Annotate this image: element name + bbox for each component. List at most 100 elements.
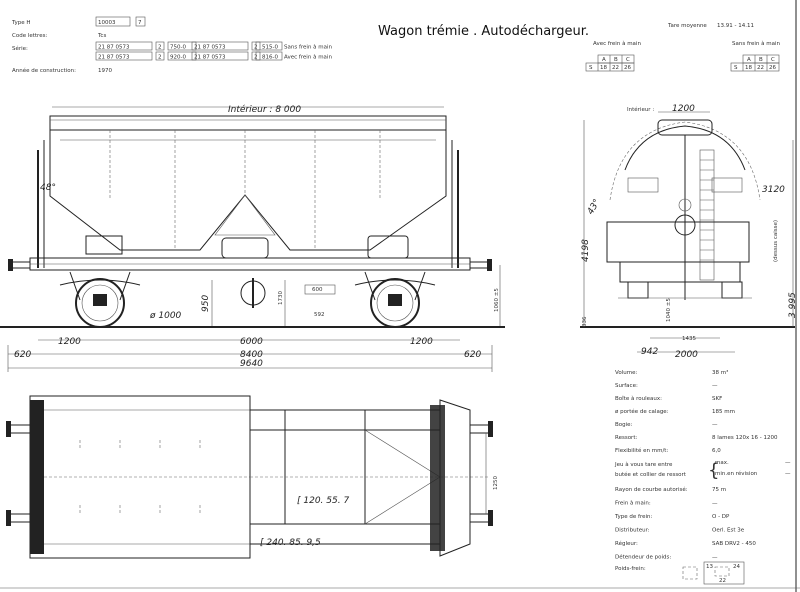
serie-d: 21 87 0573 [194, 45, 226, 51]
jeu-min-label: min.en révision [715, 470, 758, 477]
dim-592: 592 [314, 312, 325, 318]
dim-1200-left: 1200 [58, 337, 81, 347]
svg-text:C: C [771, 57, 775, 63]
serie-b: 2 [158, 45, 162, 51]
svg-text:A: A [747, 57, 751, 63]
brace: { [708, 460, 719, 481]
poids-frein-v3: 22 [719, 578, 726, 584]
type-suffix-box [135, 16, 146, 27]
sans-frein-label: Sans frein à main [732, 40, 781, 47]
dim-620-left: 620 [14, 350, 31, 360]
spec-label: Ressort: [615, 435, 637, 441]
spec-value: 38 m³ [712, 369, 728, 376]
dim-1200-end: 1200 [672, 104, 695, 114]
serie-row: 21 87 0573 2 750-0 21 87 0573 2 515-0 Sa… [95, 41, 333, 51]
annee-label: Année de construction: [12, 67, 76, 74]
plan-view: 1250 [ 120. 55. 7 [ 240. 85. 9,5 [6, 395, 499, 559]
end-interieur-label: Intérieur : [627, 106, 654, 113]
type-suffix: 7 [138, 20, 142, 26]
svg-text:B: B [614, 57, 618, 63]
type-value: 10003 [98, 20, 116, 26]
jeu-max-label: max. [715, 460, 729, 466]
spec-label: Rayon de courbe autorisé: [615, 486, 688, 493]
spec-value: O - DP [712, 514, 730, 520]
spec-label: Boîte à rouleaux: [615, 395, 662, 402]
jeu-label-2: butée et collier de ressort [615, 471, 687, 478]
specs-table-2: Rayon de courbe autorisé: 75 m Frein à mai… [614, 486, 756, 561]
serie-note: Sans frein à main [284, 44, 333, 51]
angle-dim: 48° [40, 183, 56, 193]
avec-frein-label: Avec frein à main [593, 40, 641, 47]
serie-row: 21 87 0573 2 920-0 21 87 0573 2 816-0 Av… [95, 51, 332, 61]
spec-value: 8 lames 120x 16 - 1200 [712, 435, 778, 441]
serie-b: 2 [158, 55, 162, 61]
spec-label: ø portée de calage: [615, 408, 669, 415]
spec-value: 75 m [712, 487, 726, 493]
code-value: Tcs [97, 33, 106, 39]
spec-value: 185 mm [712, 409, 735, 415]
svg-text:22: 22 [757, 65, 764, 71]
poids-frein-v1: 13 [706, 564, 713, 570]
svg-text:S: S [589, 65, 593, 71]
tare-value: 13.91 - 14.11 [717, 23, 754, 29]
svg-text:A: A [602, 57, 606, 63]
spec-label: Frein à main: [615, 500, 651, 507]
serie-f: 515-0 [262, 45, 278, 51]
profile-label-2: [ 240. 85. 9,5 [260, 538, 321, 548]
spec-label: Distributeur: [615, 528, 650, 534]
svg-text:S: S [734, 65, 738, 71]
svg-text:18: 18 [745, 65, 752, 71]
dim-3120: 3120 [762, 185, 785, 195]
dessus-caisse-label: (dessus caisse) [773, 220, 779, 262]
svg-text:22: 22 [612, 65, 619, 71]
dim-1040: 1040 ±5 [666, 298, 672, 322]
dim-1435: 1435 [682, 336, 696, 342]
side-view: Intérieur : 8 000 48° 600 ø [0, 104, 505, 372]
dim-620-right: 620 [464, 350, 481, 360]
spec-value: SKF [712, 396, 722, 402]
annee-value: 1970 [98, 68, 112, 74]
dim-1060: 1060 ±5 [494, 288, 500, 312]
serie-a: 21 87 0573 [98, 45, 130, 51]
end-view: Intérieur : 1200 43° 3120 4198 3 995 (de… [580, 104, 798, 360]
dim-2000: 2000 [675, 350, 698, 360]
spec-value: — [712, 555, 718, 561]
dim-3995: 3 995 [788, 292, 798, 318]
spec-value: 6,0 [712, 448, 721, 454]
dim-1250: 1250 [493, 476, 499, 490]
svg-text:26: 26 [624, 65, 631, 71]
drawing-title: Wagon trémie . Autodéchargeur. [378, 24, 589, 39]
spec-label: Surface: [615, 383, 638, 389]
type-box [95, 16, 131, 27]
profile-label-1: [ 120. 55. 7 [297, 496, 349, 506]
dim-1730: 1730 [278, 291, 284, 305]
dim-600: 600 [312, 287, 323, 293]
spec-value: — [712, 383, 718, 389]
poids-frein-label: Poids-frein: [615, 566, 646, 572]
jeu-label-1: Jeu à vous tare entre [614, 461, 673, 468]
serie-d: 21 87 0573 [194, 55, 226, 61]
spec-label: Flexibilité en mm/t: [615, 447, 668, 454]
poids-frein: Poids-frein: 13 24 22 [615, 561, 745, 585]
dim-942: 942 [641, 347, 658, 357]
spec-label: Détendeur de poids: [615, 554, 671, 561]
dim-950: 950 [201, 295, 211, 312]
dim-4198: 4198 [581, 239, 591, 262]
svg-text:18: 18 [600, 65, 607, 71]
avec-frein-table: A B C S 18 22 26 [585, 54, 635, 72]
header-block: Type H 10003 7 Code lettres: Tcs Série: … [11, 16, 781, 74]
jeu-spec: Jeu à vous tare entre butée et collier d… [614, 460, 791, 481]
angle-43-dim: 43° [586, 198, 603, 217]
jeu-min-value: — [785, 471, 791, 477]
serie-label: Série: [12, 45, 28, 52]
type-label: Type H [11, 20, 31, 26]
jeu-max-value: — [785, 460, 791, 466]
dim-1200-right: 1200 [410, 337, 433, 347]
serie-note: Avec frein à main [284, 54, 332, 61]
svg-text:C: C [626, 57, 630, 63]
spec-value: Oerl. Est 3e [712, 528, 745, 534]
spec-value: SAB DRV2 - 450 [712, 541, 756, 547]
